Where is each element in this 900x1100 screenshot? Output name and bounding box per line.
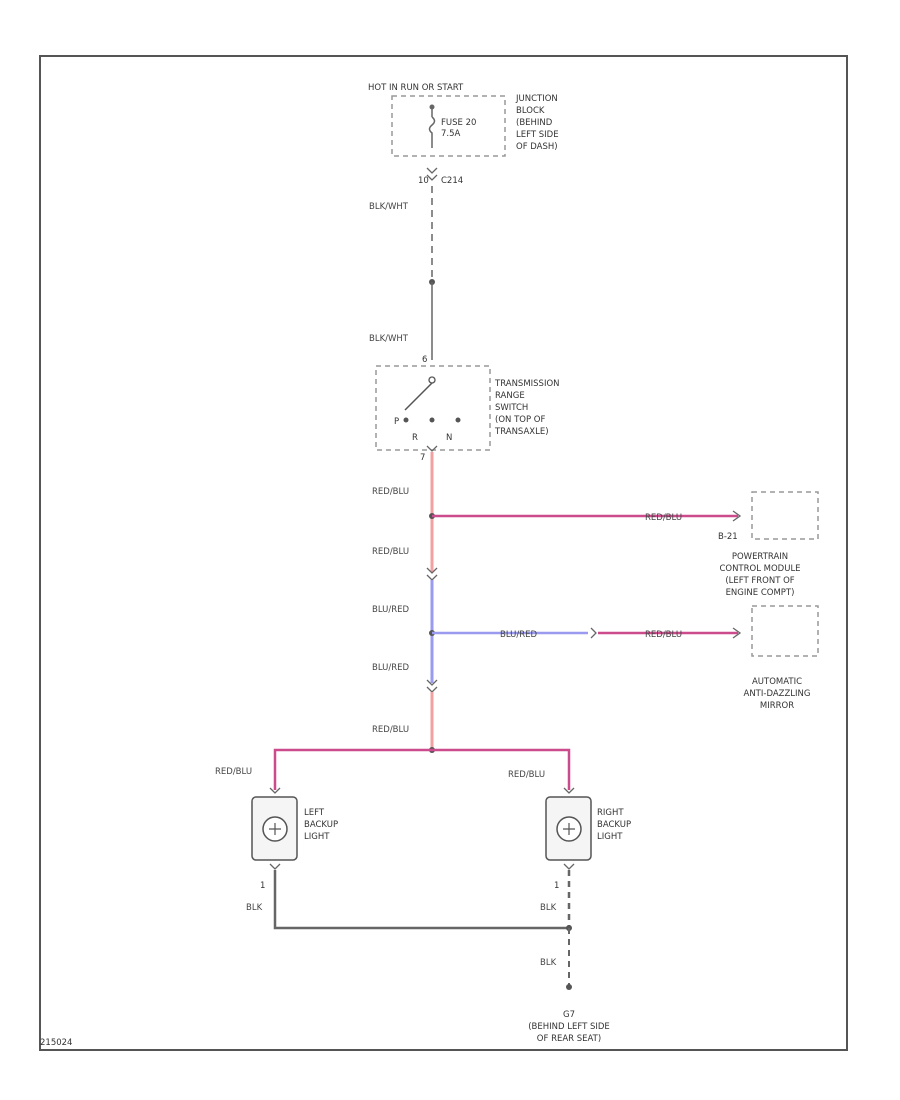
trs-description: TRANSMISSION RANGE SWITCH (ON TOP OF TRA… [494,379,560,437]
right-bulb-filament [563,823,575,835]
location-line: JUNCTION [515,94,558,104]
trs-position-n: N [446,433,452,443]
wire-label: RED/BLU [372,487,409,497]
wire-label: BLK [246,903,263,913]
trs-output-connector [426,445,438,452]
trs-pin-bottom-label: 7 [420,453,425,463]
power-source-label: HOT IN RUN OR START [368,83,464,93]
left-light-bottom-connector [269,863,281,870]
wire-blk-left-ground [273,870,569,930]
trs-common-terminal [428,376,436,384]
wire-label: BLK [540,958,557,968]
trs-line: SWITCH [495,403,528,413]
right-light-top-connector [563,787,575,794]
trs-line: (ON TOP OF [495,415,545,425]
right-light-bottom-connector [563,863,575,870]
wire-label: BLK/WHT [369,334,409,344]
wire-label: RED/BLU [645,630,682,640]
left-light-line: LIGHT [304,832,330,842]
wire-label: RED/BLU [372,725,409,735]
left-light-description: LEFT BACKUP LIGHT [304,808,338,842]
mirror-description: AUTOMATIC ANTI-DAZZLING MIRROR [744,677,811,711]
mirror-line: AUTOMATIC [752,677,802,687]
right-light-line: LIGHT [597,832,623,842]
trs-contact-p [403,417,409,423]
wire-label: BLK/WHT [369,202,409,212]
pcm-box [751,491,819,540]
wire-label: RED/BLU [508,770,545,780]
junction-block-box [391,95,506,157]
inline-connector-symbol [590,627,597,639]
trs-pin-top-label: 6 [422,355,427,365]
wire-label: BLU/RED [372,605,410,615]
mirror-connector-symbol [732,627,742,639]
trs-box [375,365,491,451]
junction-block-location: JUNCTION BLOCK (BEHIND LEFT SIDE OF DASH… [515,94,559,152]
pcm-description: POWERTRAIN CONTROL MODULE (LEFT FRONT OF… [719,552,800,598]
trs-line: RANGE [495,391,525,401]
c214-name-label: C214 [441,176,463,186]
pcm-connector-symbol [732,510,742,522]
left-light-line: BACKUP [304,820,338,830]
fuse-top-terminal [429,104,435,110]
right-light-description: RIGHT BACKUP LIGHT [597,808,631,842]
right-light-line: RIGHT [597,808,624,818]
left-light-top-connector [269,787,281,794]
pcm-line: (LEFT FRONT OF [725,576,794,586]
fuse-rating-label: 7.5A [441,129,461,139]
wire-label: RED/BLU [215,767,252,777]
ground-point [566,984,572,990]
trs-contact-r [429,417,435,423]
wire-red-blu-to-lights [273,748,571,790]
trs-switch-arm [404,382,433,411]
pcm-pin-label: B-21 [718,532,738,542]
trs-position-r: R [412,433,418,443]
pcm-line: ENGINE COMPT) [726,588,795,598]
left-bulb-filament [269,823,281,835]
c214-pin-label: 10 [418,176,429,186]
wire-label: BLK [540,903,557,913]
right-light-line: BACKUP [597,820,631,830]
connector-c214-symbol [426,167,438,181]
left-light-pin-label: 1 [260,881,265,891]
location-line: OF DASH) [516,142,558,152]
location-line: LEFT SIDE [516,130,559,140]
fuse-symbol [428,109,436,148]
right-light-pin-label: 1 [554,881,559,891]
mirror-line: MIRROR [760,701,794,711]
wire-label: RED/BLU [372,547,409,557]
figure-id: 215024 [40,1038,72,1048]
trs-contact-n [455,417,461,423]
left-light-line: LEFT [304,808,325,818]
pcm-line: CONTROL MODULE [719,564,800,574]
mirror-box [751,605,819,657]
wire-label: RED/BLU [645,513,682,523]
trs-line: TRANSMISSION [494,379,560,389]
wire-label: BLU/RED [372,663,410,673]
trs-position-p: P [394,417,399,427]
trs-line: TRANSAXLE) [494,427,549,437]
location-line: (BEHIND [516,118,553,128]
diagram-frame [39,55,848,1051]
mirror-line: ANTI-DAZZLING [744,689,811,699]
fuse-name-label: FUSE 20 [441,118,476,128]
wire-label: BLU/RED [500,630,538,640]
location-line: BLOCK [516,106,545,116]
ground-location-line: OF REAR SEAT) [537,1034,601,1044]
ground-location-line: (BEHIND LEFT SIDE [528,1022,610,1032]
ground-name: G7 [563,1010,575,1020]
pcm-line: POWERTRAIN [732,552,788,562]
